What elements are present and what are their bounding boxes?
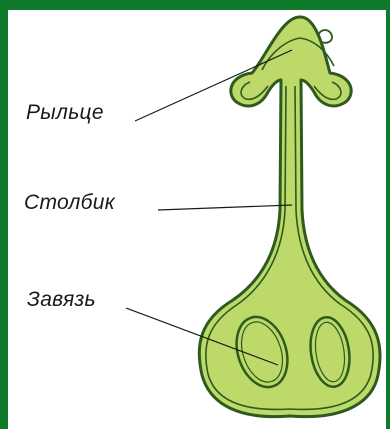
label-style: Столбик (24, 191, 115, 215)
pistil-outline (199, 17, 380, 417)
label-ovary: Завязь (27, 288, 96, 312)
leader-line-style (158, 205, 292, 210)
label-stigma: Рыльце (26, 101, 104, 125)
